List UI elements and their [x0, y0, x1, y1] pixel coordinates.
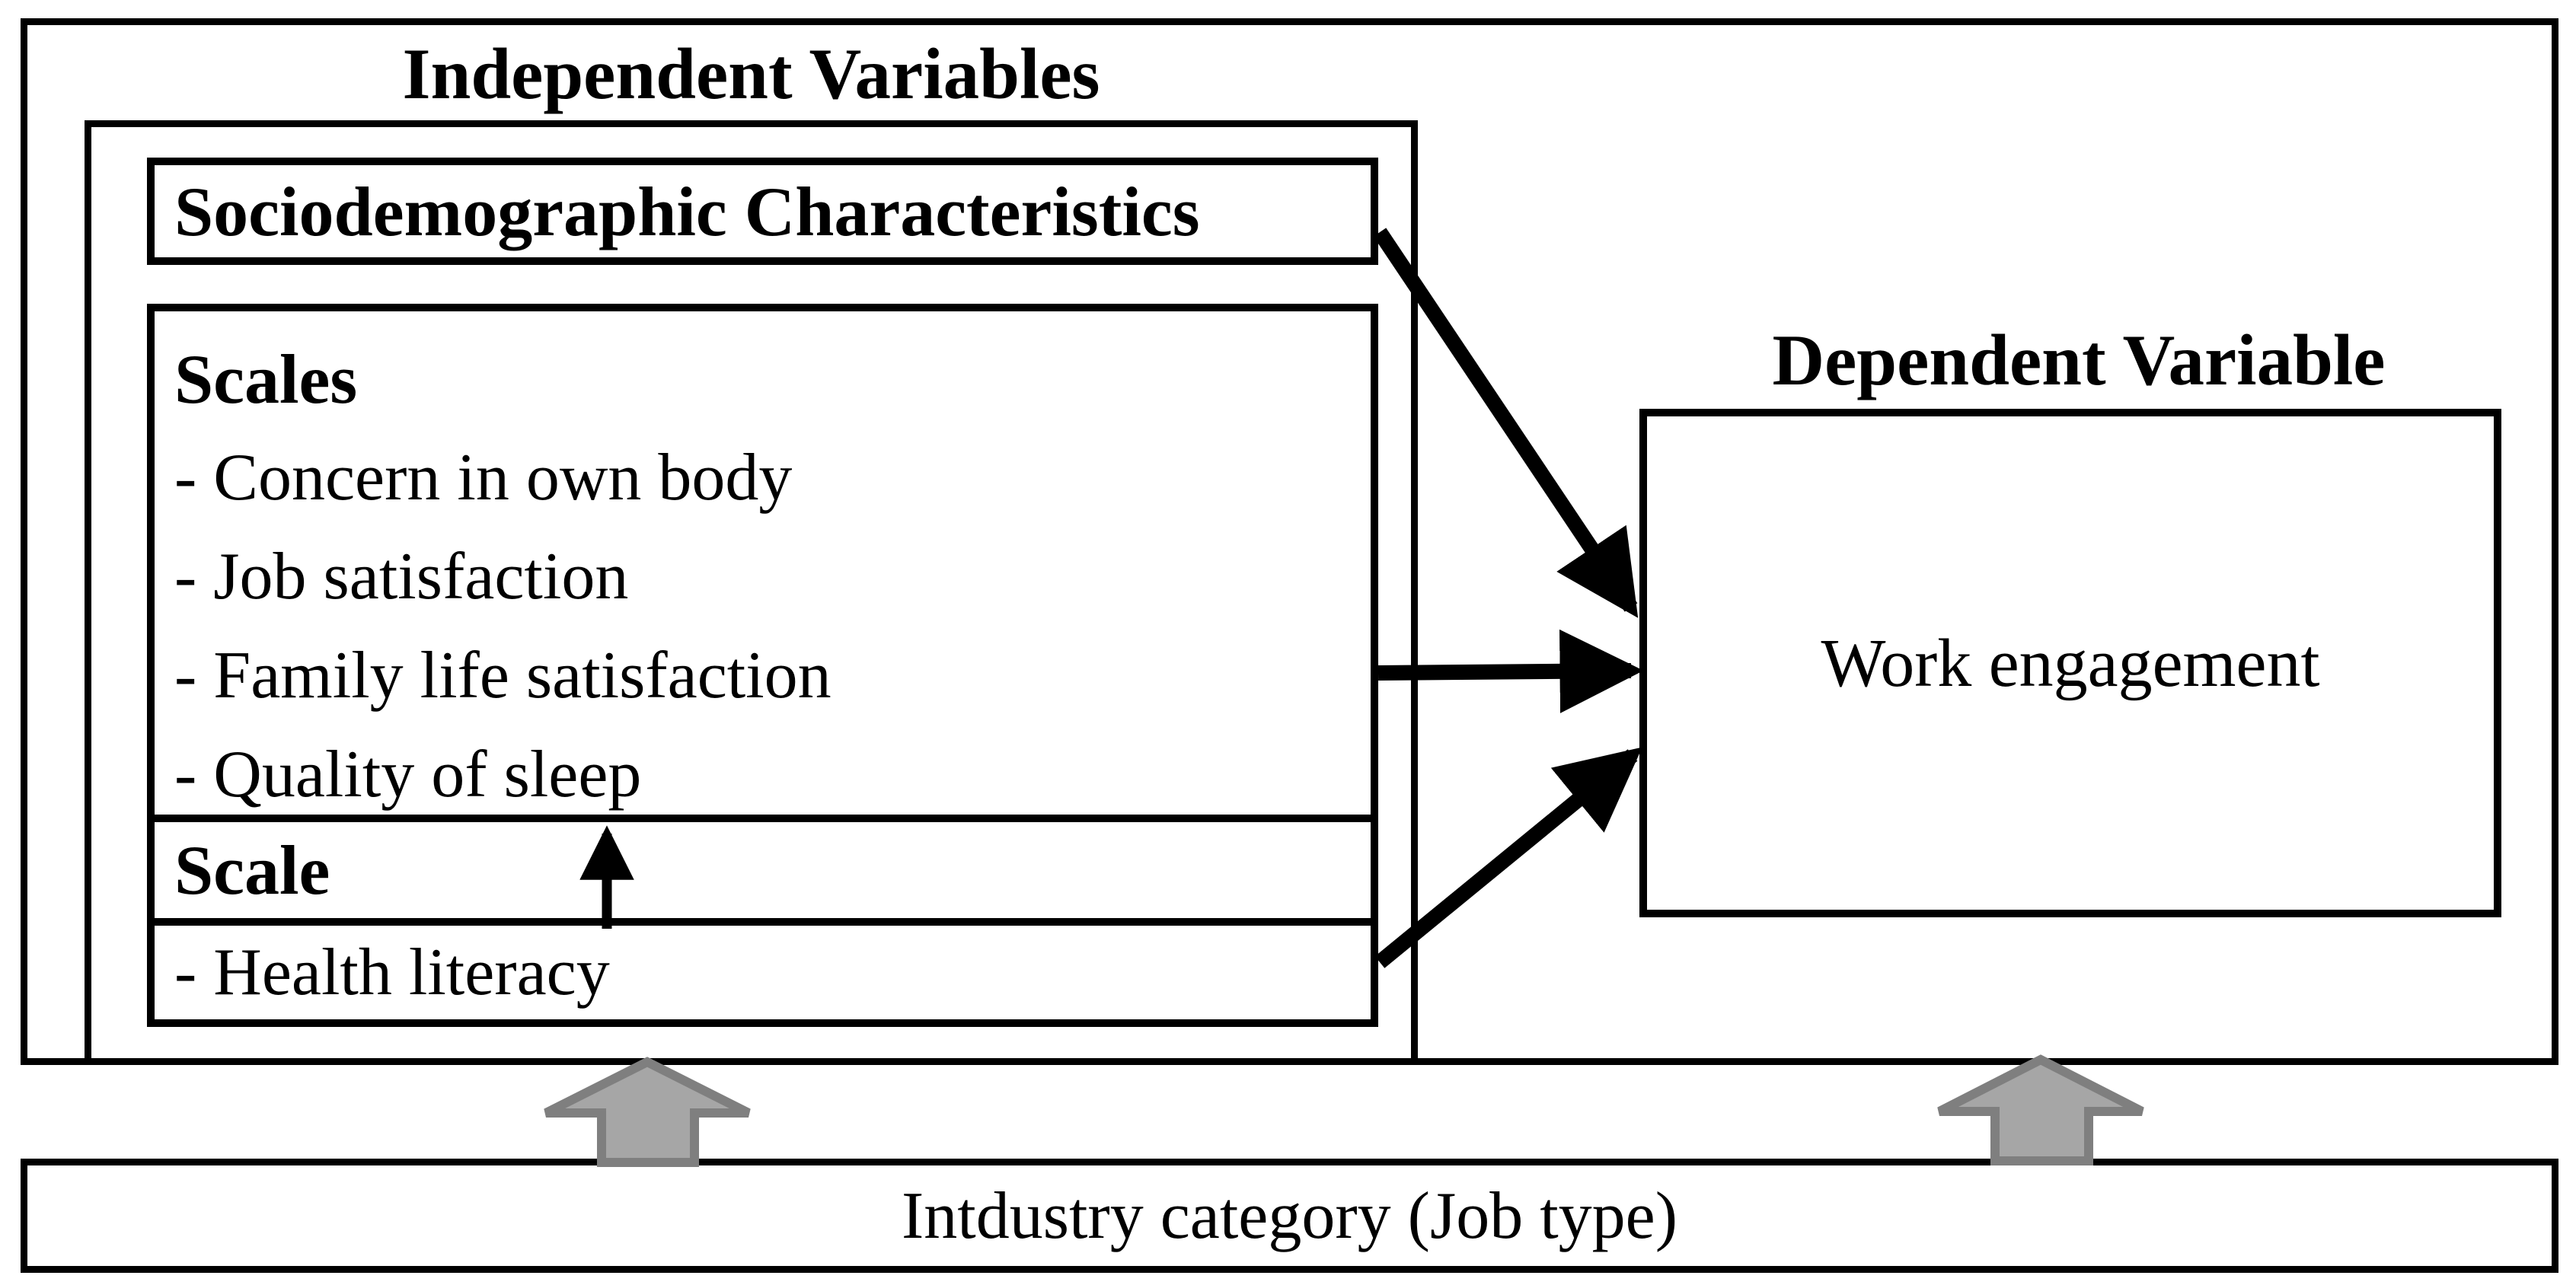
scales-item-job-satisfaction: - Job satisfaction — [174, 540, 629, 614]
scale-header-box: Scale — [147, 815, 1378, 926]
work-engagement-label: Work engagement — [1821, 625, 2320, 701]
gray-up-arrow-right-icon — [1937, 1054, 2144, 1165]
sociodemographic-box: Sociodemographic Characteristics — [147, 158, 1378, 265]
industry-category-label: Intdustry category (Job type) — [901, 1178, 1678, 1253]
scales-header: Scales — [174, 340, 358, 418]
gray-up-arrow-left-icon — [544, 1057, 751, 1167]
dependent-variable-title: Dependent Variable — [1772, 320, 2386, 400]
health-literacy-box: - Health literacy — [147, 918, 1378, 1027]
scales-item-family-life-satisfaction: - Family life satisfaction — [174, 639, 832, 713]
scales-box: Scales - Concern in own body - Job satis… — [147, 304, 1378, 822]
health-literacy-label: - Health literacy — [174, 935, 610, 1009]
scales-item-concern-own-body: - Concern in own body — [174, 441, 793, 515]
industry-category-bar: Intdustry category (Job type) — [21, 1159, 2558, 1273]
scales-item-quality-of-sleep: - Quality of sleep — [174, 738, 642, 811]
sociodemographic-label: Sociodemographic Characteristics — [174, 172, 1200, 250]
scale-header: Scale — [174, 831, 330, 909]
independent-variables-title: Independent Variables — [402, 33, 1100, 114]
work-engagement-box: Work engagement — [1639, 409, 2501, 917]
